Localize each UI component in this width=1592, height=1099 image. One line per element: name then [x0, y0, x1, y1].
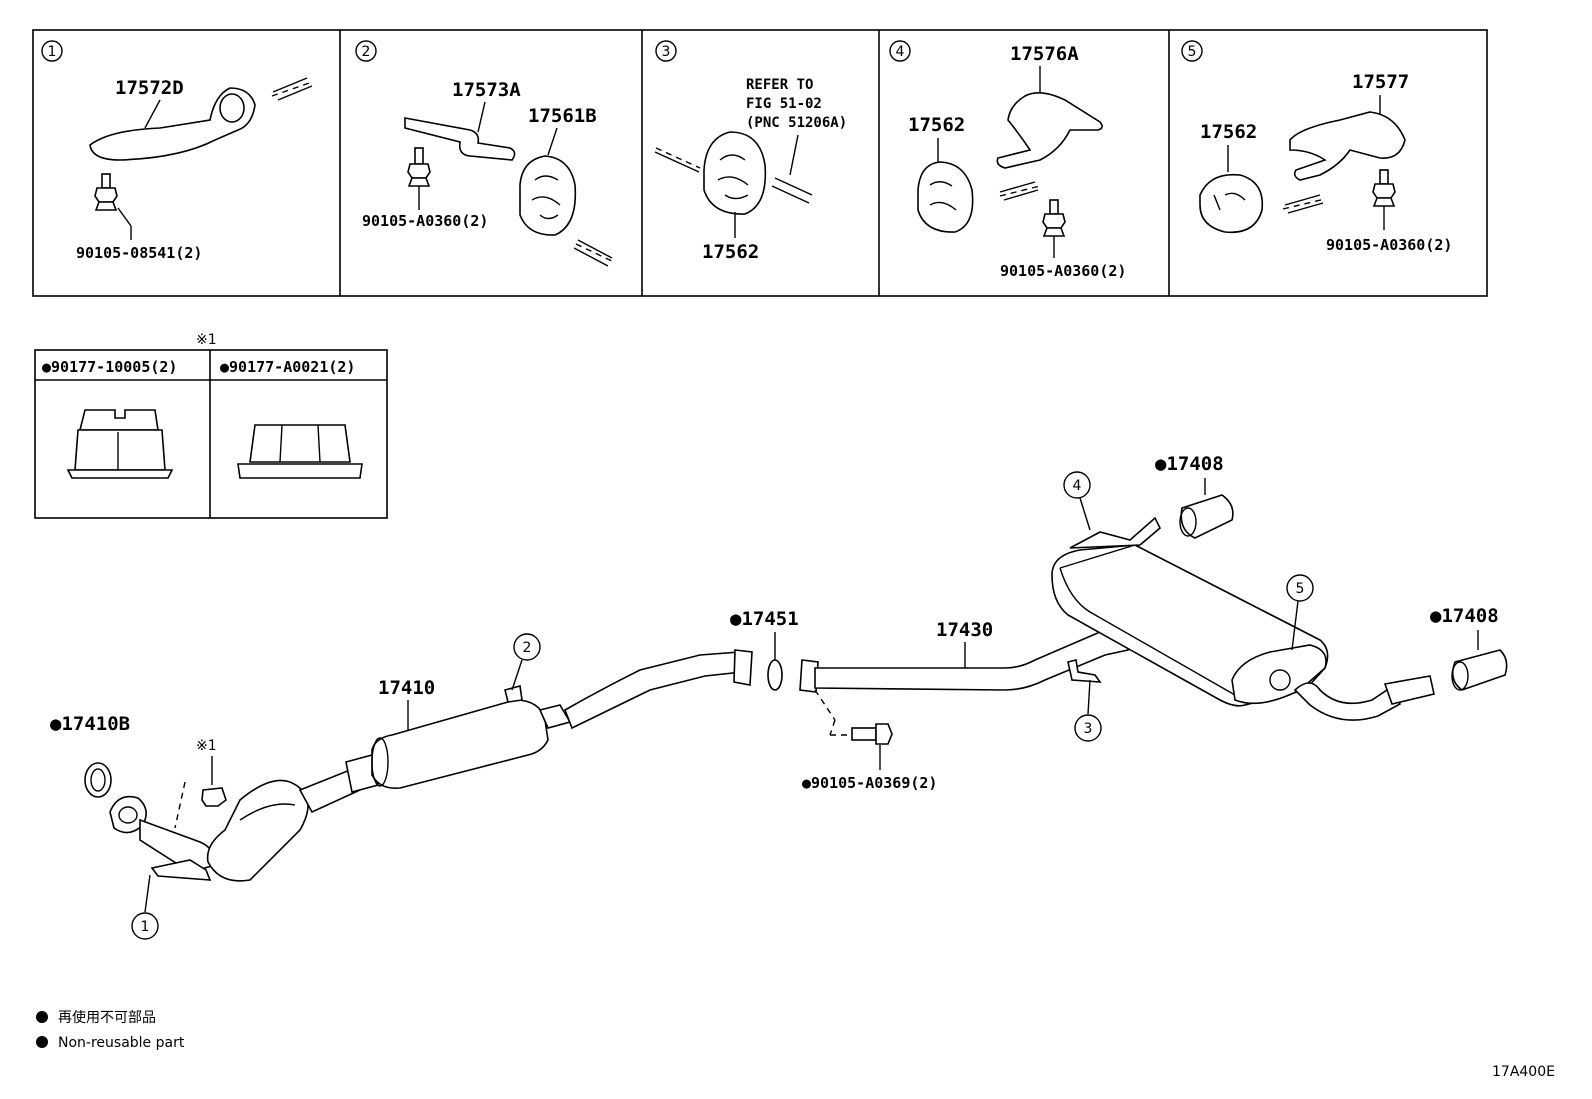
svg-text:4: 4: [1073, 478, 1082, 494]
callout-3: 3: [1074, 679, 1102, 742]
catalytic-converter: [206, 779, 309, 882]
panel-2: 2 17573A 17561B 90105-A0360(2): [355, 40, 615, 267]
part-17408-label-right: ●17408: [1430, 605, 1499, 627]
detail-panels: [32, 29, 1488, 297]
part-17573A-label: 17573A: [452, 79, 521, 101]
gasket-17451: [767, 659, 783, 691]
part-17430-label: 17430: [936, 619, 993, 641]
center-muffler-17410: [371, 699, 549, 790]
part-90105-A0369-label: ●90105-A0369(2): [802, 774, 937, 792]
svg-text:5: 5: [1296, 581, 1305, 597]
tail-pipe-17430: [814, 627, 1129, 691]
nut-table: ※1 ●90177-10005(2) ●90177-A0021(2): [34, 332, 388, 519]
hanger-17562-p3: [703, 131, 767, 215]
callout-4: 4: [1063, 471, 1091, 531]
figure-code: 17A400E: [1492, 1064, 1555, 1080]
panel-3: 3 REFER TO FIG 51-02 (PNC 51206A) 17562: [654, 40, 847, 263]
bracket-17577: [1289, 111, 1406, 181]
main-assembly: ●17410B ※1 17410 ●17451 17430: [50, 453, 1508, 940]
bracket-3: [1067, 659, 1102, 683]
bracket-1: [150, 859, 212, 881]
non-reusable-bullet-icon: [36, 1011, 48, 1023]
refer-line-1: REFER TO: [746, 77, 813, 93]
part-90105-A0360-p5-label: 90105-A0360(2): [1326, 236, 1452, 254]
hanger-17562-p5: [1199, 173, 1264, 234]
svg-text:1: 1: [141, 919, 150, 935]
nut-90177-A0021-label: ●90177-A0021(2): [220, 358, 355, 376]
panel-2-number: 2: [362, 44, 371, 60]
nut-part: [201, 787, 227, 807]
legend: 再使用不可部品 Non-reusable part: [36, 1009, 185, 1051]
nut-note-mark: ※1: [196, 738, 217, 754]
part-17561B-label: 17561B: [528, 105, 597, 127]
bracket-17576A: [996, 92, 1103, 169]
panel-3-number: 3: [662, 44, 671, 60]
callout-2: 2: [511, 633, 541, 691]
hanger-17561B: [519, 155, 577, 236]
part-17410-label: 17410: [378, 677, 435, 699]
part-17562-p5-label: 17562: [1200, 121, 1257, 143]
nut-90177-10005-label: ●90177-10005(2): [42, 358, 177, 376]
panel-5-number: 5: [1188, 44, 1197, 60]
bolt-90105-08541: [94, 173, 118, 211]
hanger-17562-p4: [917, 161, 974, 233]
nut-table-note-mark: ※1: [196, 332, 217, 348]
bolt-90105-A0369: [851, 723, 893, 745]
panel-1: 1 17572D 90105-08541(2): [41, 40, 313, 262]
nut-flange-icon: [237, 424, 363, 479]
bracket-17573A: [404, 117, 516, 161]
bracket-4: [1069, 516, 1161, 549]
part-17572D-label: 17572D: [115, 77, 184, 99]
refer-line-2: FIG 51-02: [746, 96, 822, 112]
part-17577-label: 17577: [1352, 71, 1409, 93]
flange-rear: [733, 649, 753, 686]
part-17562-p3-label: 17562: [702, 241, 759, 263]
bolt-90105-A0360-p5: [1372, 169, 1396, 207]
part-17562-p4-label: 17562: [908, 114, 965, 136]
legend-jp: 再使用不可部品: [58, 1009, 156, 1026]
bracket-5: [1231, 644, 1327, 705]
legend-en: Non-reusable part: [58, 1035, 185, 1051]
part-17410B-label: ●17410B: [50, 713, 130, 735]
panel-4-number: 4: [896, 44, 905, 60]
callout-5: 5: [1286, 574, 1314, 651]
bracket-17572D: [89, 87, 256, 161]
front-flange: [109, 795, 147, 834]
tail-tip-17408-top: [1180, 494, 1234, 539]
bolt-90105-A0360-p4: [1042, 199, 1066, 237]
part-90105-A0360-p4-label: 90105-A0360(2): [1000, 262, 1126, 280]
nut-slotted-icon: [66, 409, 174, 479]
part-17451-label: ●17451: [730, 608, 799, 630]
non-reusable-bullet-icon-2: [36, 1036, 48, 1048]
part-90105-A0360-p2-label: 90105-A0360(2): [362, 212, 488, 230]
part-90105-08541-label: 90105-08541(2): [76, 244, 202, 262]
callout-1: 1: [131, 874, 159, 940]
panel-5: 5 17577 17562 90105-A0360(2): [1181, 40, 1452, 254]
svg-text:2: 2: [523, 640, 532, 656]
bolt-90105-A0360-p2: [407, 147, 431, 187]
part-17576A-label: 17576A: [1010, 43, 1079, 65]
svg-text:3: 3: [1084, 721, 1093, 737]
gasket-17410B: [84, 762, 112, 798]
part-17408-label-top: ●17408: [1155, 453, 1224, 475]
panel-4: 4 17576A 17562 90105-A0360(2): [889, 40, 1126, 280]
tail-tip-17408-right: [1451, 649, 1508, 691]
panel-1-number: 1: [48, 44, 57, 60]
refer-line-3: (PNC 51206A): [746, 115, 847, 131]
